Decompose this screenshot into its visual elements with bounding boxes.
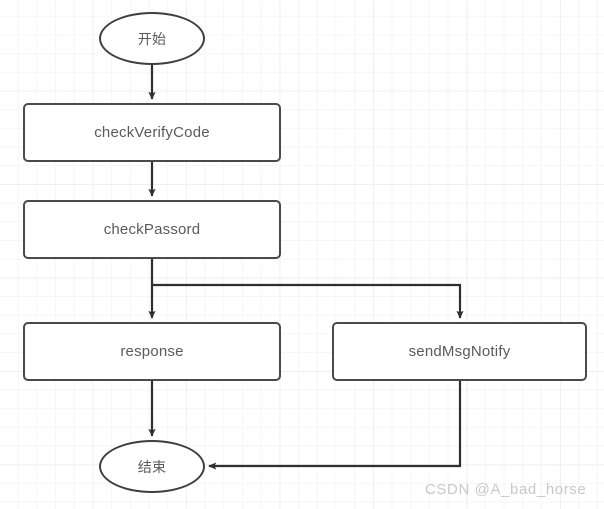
node-response-label: response bbox=[120, 343, 184, 360]
node-end-label: 结束 bbox=[137, 458, 167, 475]
node-check-verify-code-label: checkVerifyCode bbox=[94, 124, 210, 141]
watermark-text: CSDN @A_bad_horse bbox=[425, 481, 587, 498]
node-end[interactable]: 结束 bbox=[99, 440, 205, 493]
edge-checkpassord-sendmsgnotify bbox=[152, 283, 464, 319]
edge-sendmsgnotify-end bbox=[208, 381, 462, 470]
node-response[interactable]: response bbox=[23, 322, 281, 381]
node-check-verify-code[interactable]: checkVerifyCode bbox=[23, 103, 281, 162]
node-check-passord[interactable]: checkPassord bbox=[23, 200, 281, 259]
node-send-msg-notify[interactable]: sendMsgNotify bbox=[332, 322, 587, 381]
node-start-label: 开始 bbox=[137, 30, 167, 47]
node-start[interactable]: 开始 bbox=[99, 12, 205, 65]
node-check-passord-label: checkPassord bbox=[103, 221, 201, 238]
node-send-msg-notify-label: sendMsgNotify bbox=[408, 343, 511, 360]
